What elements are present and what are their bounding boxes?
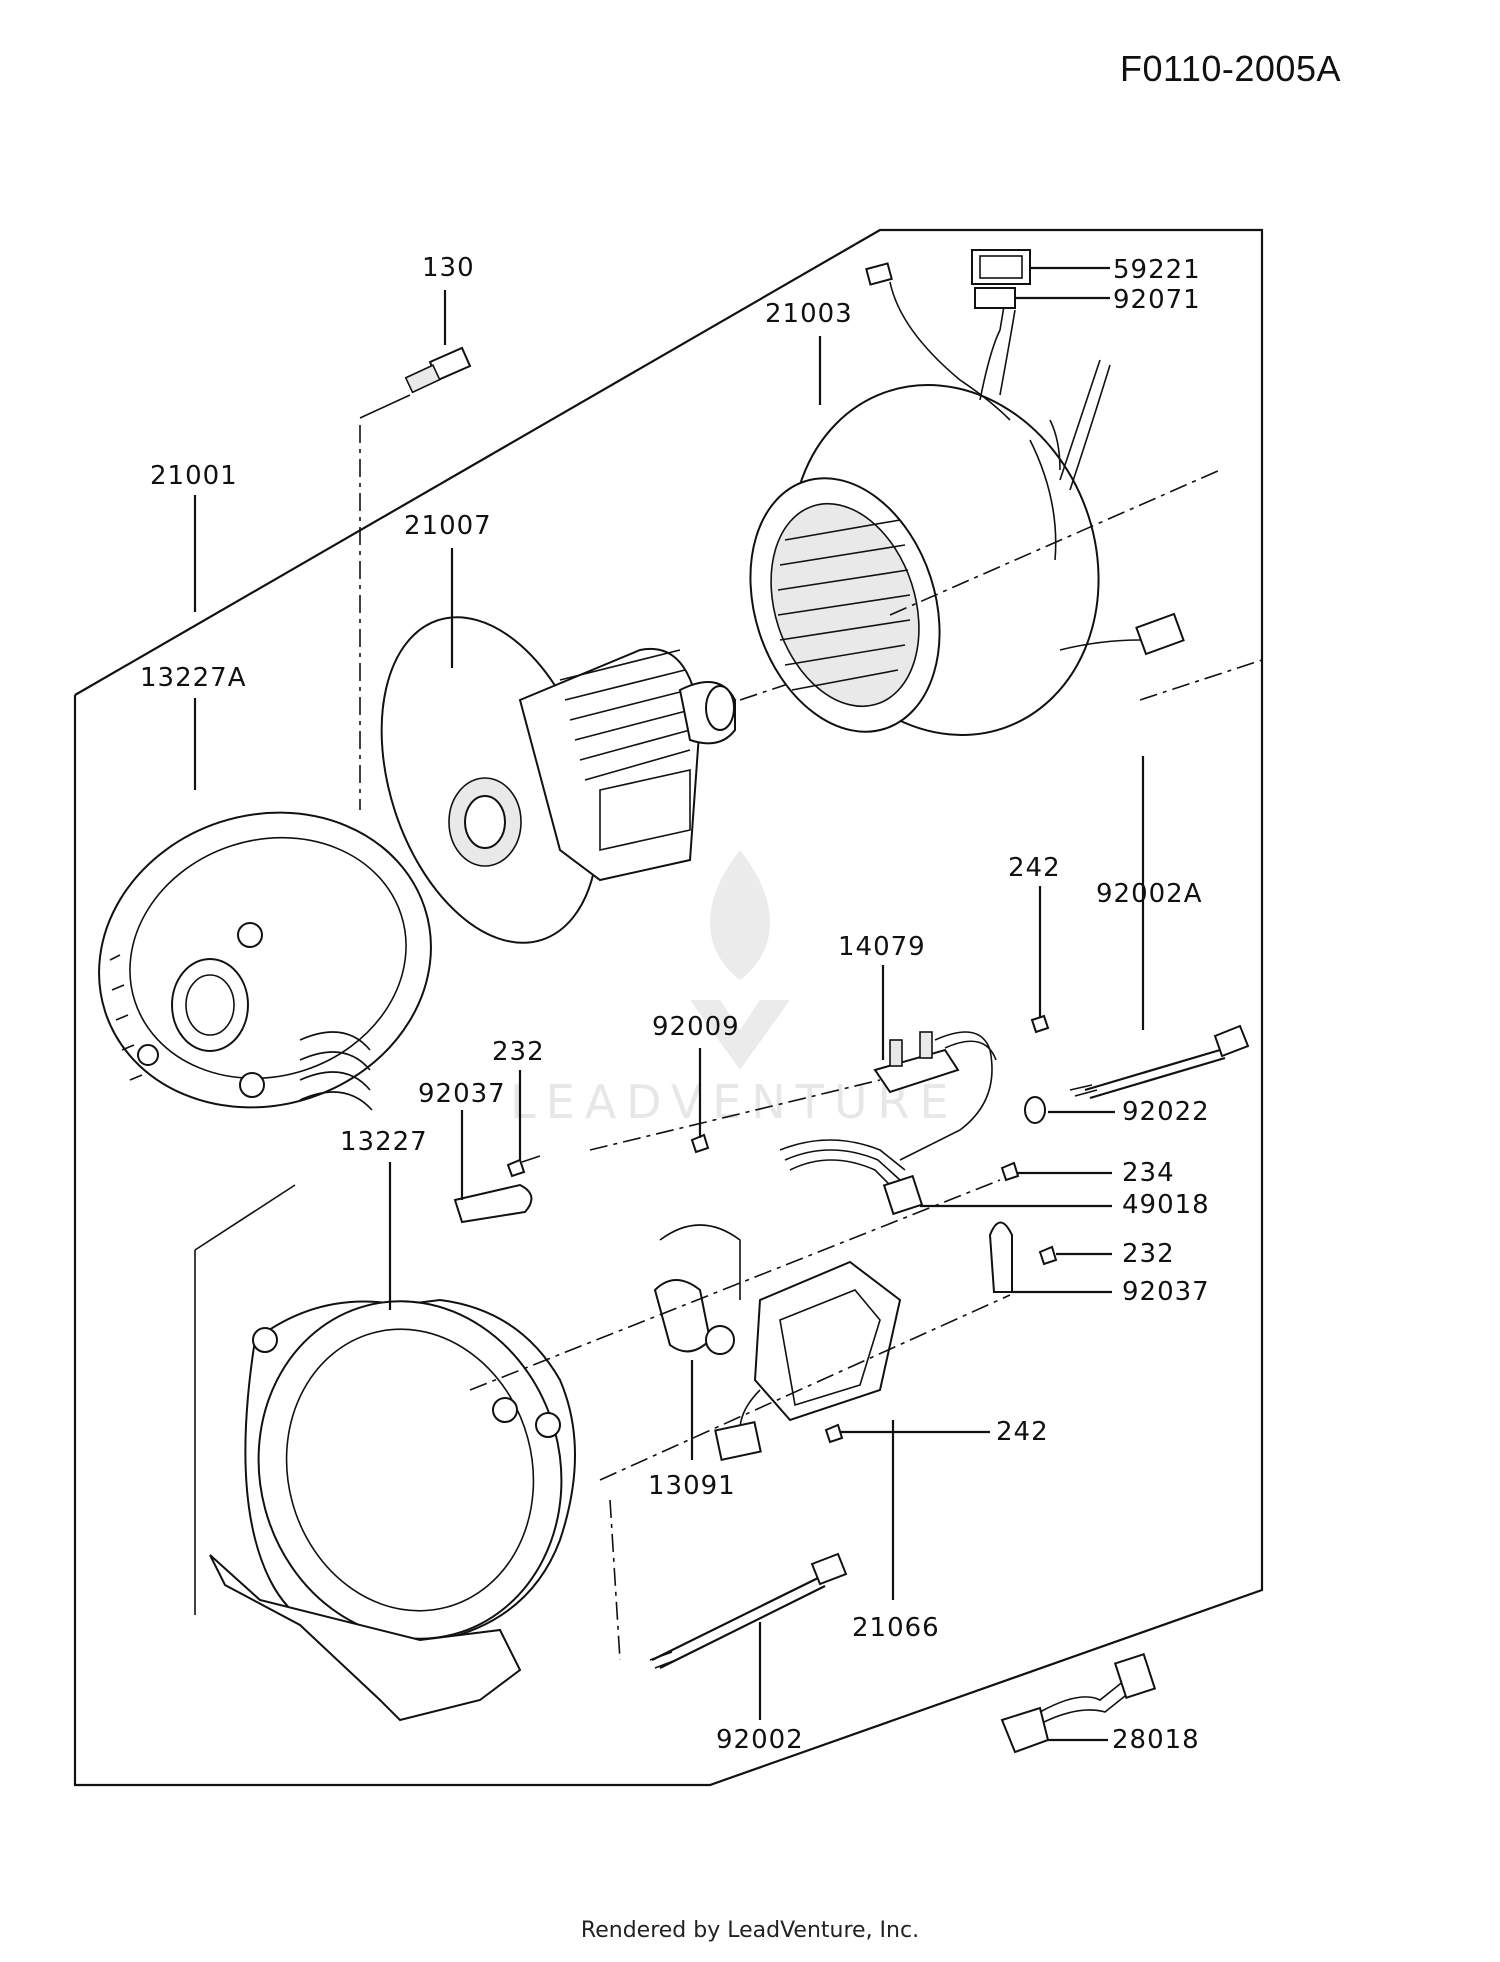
callout-92037-left: 92037 [418,1079,506,1109]
leader-lines [193,290,1263,1661]
footer-credit: Rendered by LeadVenture, Inc. [580,1918,920,1943]
part-130-bolt[interactable] [359,346,472,419]
callout-232-upper: 232 [492,1037,545,1067]
part-59221-connector[interactable] [971,249,1110,285]
document-id: F0110-2005A [1120,48,1341,89]
callout-14079: 14079 [838,932,926,962]
callout-13091: 13091 [648,1471,736,1501]
callout-13227A: 13227A [140,663,247,693]
assembly-boundary [73,228,1264,1787]
callout-92071: 92071 [1113,285,1201,315]
part-242-nut-upper[interactable] [1030,886,1050,1034]
part-92002-bolt[interactable] [649,1552,848,1720]
callout-92037-right: 92037 [1122,1277,1210,1307]
callout-21066: 21066 [852,1613,940,1643]
callout-92022: 92022 [1122,1097,1210,1127]
callout-49018: 49018 [1122,1190,1210,1220]
callout-92002A: 92002A [1096,879,1203,909]
callout-130: 130 [422,253,475,283]
part-21066-regulator[interactable] [714,1260,990,1600]
part-13227-housing[interactable] [209,1162,599,1722]
part-49018-harness[interactable] [779,1139,1112,1216]
callout-242-lower: 242 [996,1417,1049,1447]
part-92002A-long-bolt[interactable] [1069,1024,1250,1100]
part-92022-washer[interactable] [1024,1096,1115,1124]
part-28018-connector[interactable] [1000,1652,1157,1754]
part-234-screw[interactable] [1000,1161,1112,1182]
callout-28018: 28018 [1112,1725,1200,1755]
part-13227A-end-cover[interactable] [60,770,469,1150]
callout-234: 234 [1122,1158,1175,1188]
part-13091-capacitor[interactable] [653,1224,741,1460]
callout-21001: 21001 [150,461,238,491]
leadventure-watermark: LEADVENTURE [510,850,959,1129]
part-21003-stator[interactable] [719,262,1185,778]
part-92037-clamp-left[interactable] [453,1110,533,1224]
part-14079-terminal[interactable] [873,965,997,1161]
part-232-screw-right[interactable] [1038,1245,1112,1266]
callout-21003: 21003 [765,299,853,329]
part-232-screw-left[interactable] [506,1070,541,1178]
callout-labels: 130 21001 21007 21003 59221 92071 13227A… [140,253,1210,1755]
callout-13227: 13227 [340,1127,428,1157]
part-21007-rotor[interactable] [343,589,801,970]
part-92071-band[interactable] [974,287,1110,309]
callout-92002: 92002 [716,1725,804,1755]
part-92037-clamp-right[interactable] [988,1221,1112,1294]
callout-59221: 59221 [1113,255,1201,285]
callout-21007: 21007 [404,511,492,541]
callout-232-right: 232 [1122,1239,1175,1269]
callout-242-upper: 242 [1008,853,1061,883]
watermark-text: LEADVENTURE [510,1075,959,1129]
callout-92009: 92009 [652,1012,740,1042]
